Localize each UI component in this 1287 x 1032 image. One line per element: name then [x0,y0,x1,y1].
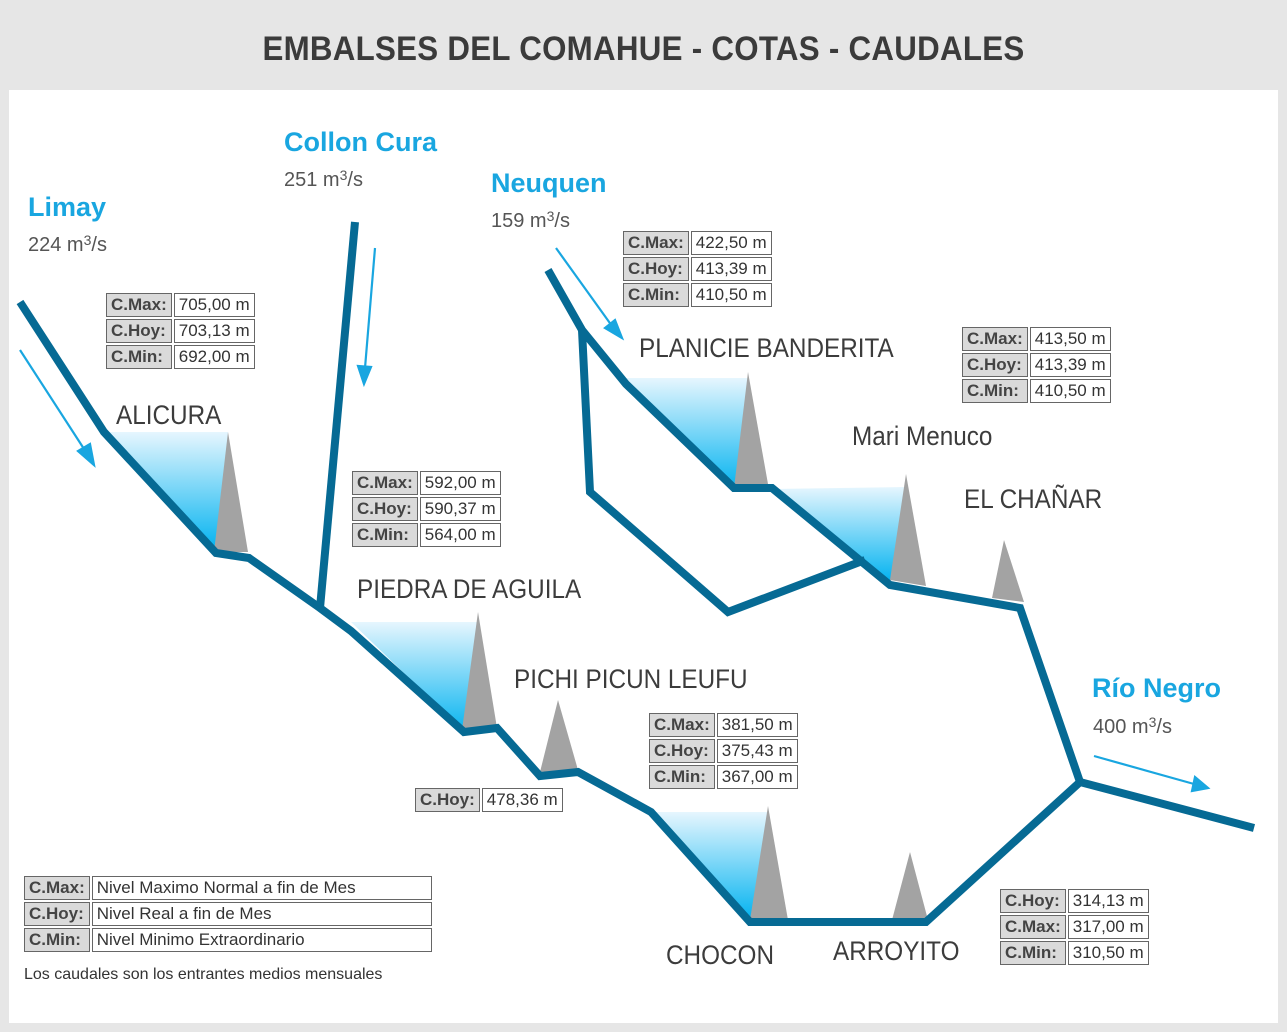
cmax-key: C.Max: [623,231,689,255]
dam-chocon [750,806,788,920]
cmin-value: 564,00 m [419,523,501,547]
river-label-collon-cura: Collon Cura [284,127,437,157]
cmax-key: C.Max: [106,293,172,317]
legend-cmax-text: Nivel Maximo Normal a fin de Mes [91,876,432,900]
dam-label-planicie-banderita: PLANICIE BANDERITA [639,333,894,363]
dam-piedra [462,612,497,730]
dam-mari-menuco [890,474,926,586]
dam-planicie [734,372,768,488]
levels-mari-menuco: C.Max:413,50 m C.Hoy:413,39 m C.Min:410,… [960,325,1113,405]
levels-planicie-banderita: C.Max:422,50 m C.Hoy:413,39 m C.Min:410,… [621,229,774,309]
page-title: EMBALSES DEL COMAHUE - COTAS - CAUDALES [262,30,1025,68]
dam-alicura [214,432,248,552]
river-label-rio-negro: Río Negro [1092,673,1222,703]
cmax-key: C.Max: [352,471,418,495]
cmax-value: 705,00 m [173,293,255,317]
legend-choy-key: C.Hoy: [24,902,90,926]
river-label-neuquen: Neuquen [491,168,607,198]
cmin-value: 310,50 m [1067,941,1149,965]
choy-value: 703,13 m [173,319,255,343]
dam-label-chocon: CHOCON [666,940,774,970]
cmin-value: 410,50 m [690,283,772,307]
canal-loop [578,329,867,617]
river-limay [16,299,1256,926]
choy-value: 478,36 m [481,788,563,812]
legend-cmax-key: C.Max: [24,876,90,900]
cmax-key: C.Max: [1000,915,1066,939]
levels-arroyito: C.Hoy:314,13 m C.Max:317,00 m C.Min:310,… [998,887,1151,967]
levels-piedra-de-aguila: C.Max:592,00 m C.Hoy:590,37 m C.Min:564,… [350,469,503,549]
cmax-value: 381,50 m [716,713,798,737]
flow-neuquen: 159 m3/s [491,208,570,232]
flow-note: Los caudales son los entrantes medios me… [24,966,383,983]
choy-key: C.Hoy: [415,788,480,812]
legend-cmin-key: C.Min: [24,928,90,952]
levels-chocon: C.Max:381,50 m C.Hoy:375,43 m C.Min:367,… [647,711,800,791]
dam-label-el-chanar: EL CHAÑAR [964,484,1103,514]
cmin-key: C.Min: [962,379,1028,403]
legend-choy-text: Nivel Real a fin de Mes [91,902,432,926]
choy-key: C.Hoy: [623,257,689,281]
cmax-value: 317,00 m [1067,915,1149,939]
reservoir-chocon [651,812,768,918]
flow-collon-cura: 251 m3/s [284,167,363,191]
dam-label-pichi-picun-leufu: PICHI PICUN LEUFU [514,664,748,694]
dam-label-alicura: ALICURA [116,400,222,430]
dam-pichi [540,700,578,772]
cmin-key: C.Min: [649,765,715,789]
choy-key: C.Hoy: [106,319,172,343]
flow-limay: 224 m3/s [28,232,107,256]
legend-table: C.Max:Nivel Maximo Normal a fin de Mes C… [22,874,434,954]
choy-key: C.Hoy: [649,739,715,763]
cmin-key: C.Min: [623,283,689,307]
cmin-value: 367,00 m [716,765,798,789]
flow-rio-negro: 400 m3/s [1093,714,1172,738]
choy-key: C.Hoy: [352,497,418,521]
levels-pichi-picun-leufu: C.Hoy:478,36 m [413,786,565,814]
cmax-value: 413,50 m [1029,327,1111,351]
dam-label-arroyito: ARROYITO [833,936,960,966]
choy-value: 375,43 m [716,739,798,763]
dam-label-piedra-de-aguila: PIEDRA DE AGUILA [357,574,582,604]
river-label-limay: Limay [28,192,107,222]
reservoir-piedra [351,622,478,732]
river-neuquen [544,268,1084,784]
reservoir-planicie [626,378,748,488]
levels-alicura: C.Max:705,00 m C.Hoy:703,13 m C.Min:692,… [104,291,257,371]
choy-value: 413,39 m [1029,353,1111,377]
choy-key: C.Hoy: [962,353,1028,377]
cmin-key: C.Min: [1000,941,1066,965]
choy-value: 413,39 m [690,257,772,281]
choy-value: 590,37 m [419,497,501,521]
dam-arroyito [892,852,928,920]
legend-cmin-text: Nivel Minimo Extraordinario [91,928,432,952]
cmin-key: C.Min: [352,523,418,547]
dam-el-chanar [992,540,1024,602]
river-collon-cura [316,221,359,609]
choy-value: 314,13 m [1067,889,1149,913]
cmin-value: 692,00 m [173,345,255,369]
dam-label-mari-menuco: Mari Menuco [852,421,993,451]
cmax-value: 592,00 m [419,471,501,495]
cmin-value: 410,50 m [1029,379,1111,403]
cmin-key: C.Min: [106,345,172,369]
cmax-key: C.Max: [962,327,1028,351]
choy-key: C.Hoy: [1000,889,1066,913]
cmax-value: 422,50 m [690,231,772,255]
cmax-key: C.Max: [649,713,715,737]
